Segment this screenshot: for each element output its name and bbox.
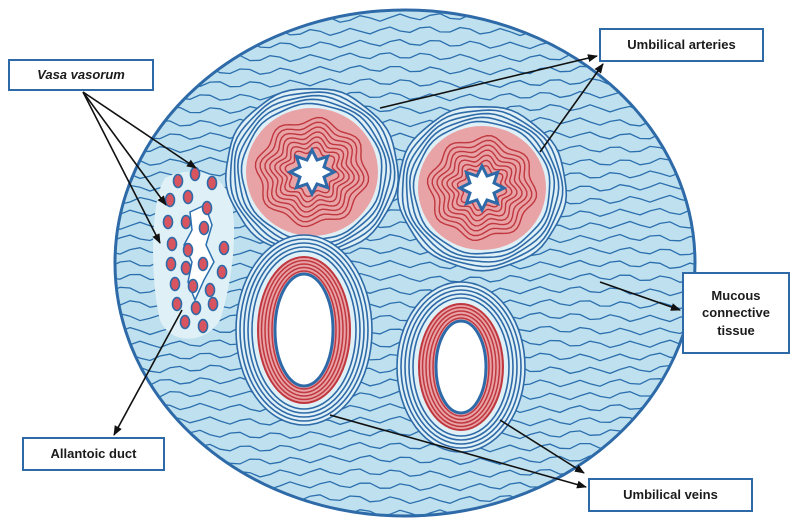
vasa-vasorum-vessel [164,216,173,229]
vasa-vasorum-vessel [199,320,208,333]
umbilical-vein-right [397,282,525,452]
umbilical-arteries-text: Umbilical arteries [627,36,735,54]
allantoic-duct-text: Allantoic duct [51,445,137,463]
mucous-connective-tissue-label: Mucous connective tissue [682,272,790,354]
vasa-vasorum-vessel [192,302,201,315]
umbilical-artery-left [226,89,399,257]
vasa-vasorum-vessel [203,202,212,215]
vasa-vasorum-vessel [167,258,176,271]
vasa-vasorum-vessel [218,266,227,279]
vasa-vasorum-vessel [200,222,209,235]
vasa-vasorum-vessel [199,258,208,271]
vasa-vasorum-vessel [208,177,217,190]
vasa-vasorum-vessel [209,298,218,311]
vasa-vasorum-vessel [182,216,191,229]
vasa-vasorum-vessel [166,194,175,207]
vasa-vasorum-vessel [171,278,180,291]
vasa-vasorum-vessel [184,191,193,204]
umbilical-vein-left [236,235,372,425]
vasa-vasorum-vessel [181,316,190,329]
vasa-vasorum-vessel [191,168,200,181]
vasa-vasorum-vessel [182,262,191,275]
vasa-vasorum-text: Vasa vasorum [37,66,125,84]
allantoic-duct-label: Allantoic duct [22,437,165,471]
vein-lumen [436,321,486,413]
umbilical-veins-text: Umbilical veins [623,486,718,504]
mucous-text-line3: tissue [702,322,770,340]
vasa-vasorum-vessel [206,284,215,297]
allantoic-region [153,168,234,339]
vasa-vasorum-vessel [184,244,193,257]
mucous-text-line2: connective [702,304,770,322]
umbilical-arteries-label: Umbilical arteries [599,28,764,62]
vein-lumen [275,274,333,386]
mucous-text-line1: Mucous [702,287,770,305]
vasa-vasorum-vessel [173,298,182,311]
artery-lumen [290,150,334,194]
artery-lumen [460,166,504,210]
vasa-vasorum-label: Vasa vasorum [8,59,154,91]
vasa-vasorum-vessel [168,238,177,251]
vasa-vasorum-vessel [189,280,198,293]
umbilical-veins-label: Umbilical veins [588,478,753,512]
vasa-vasorum-vessel [174,175,183,188]
umbilical-artery-right [398,107,567,271]
vasa-vasorum-vessel [220,242,229,255]
